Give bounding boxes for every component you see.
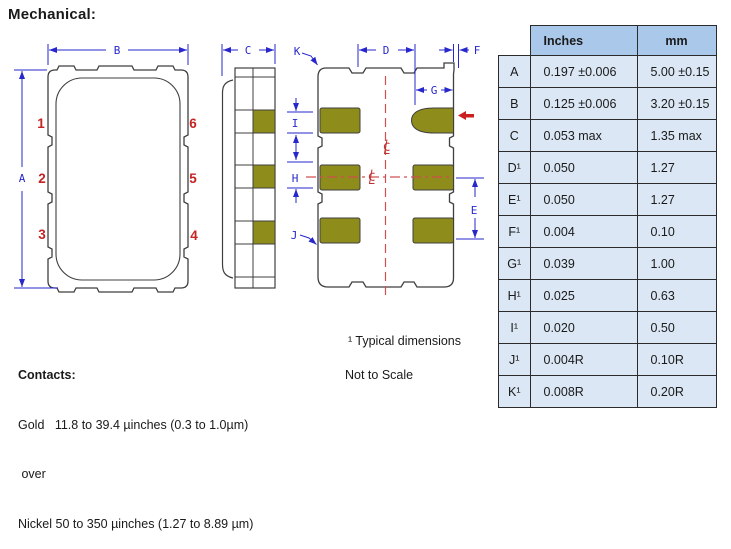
- centerline-icon: [368, 169, 375, 184]
- row-label: E¹: [498, 183, 531, 216]
- dimension-j-leader: [299, 234, 317, 245]
- mm-value: 0.20R: [636, 375, 717, 408]
- dimension-f: [439, 44, 469, 68]
- table-row: F¹ 0.004 0.10: [498, 215, 717, 248]
- row-label: K¹: [498, 375, 531, 408]
- inches-value: 0.053 max: [529, 119, 638, 152]
- side-view-drawing: C: [221, 44, 276, 289]
- mm-value: 5.00 ±0.15: [636, 55, 717, 88]
- mm-value: 1.35 max: [636, 119, 717, 152]
- dimension-b: [47, 44, 189, 65]
- mm-value: 0.50: [636, 311, 717, 344]
- table-row: C 0.053 max 1.35 max: [498, 119, 717, 152]
- gold-plating-line: Gold 11.8 to 39.4 µinches (0.3 to 1.0µm): [18, 417, 249, 432]
- inches-value: 0.125 ±0.006: [529, 87, 638, 120]
- table-corner-cell: [498, 25, 530, 56]
- bottom-view-drawing: D F G K I H: [287, 44, 484, 299]
- inches-value: 0.197 ±0.006: [529, 55, 638, 88]
- mm-value: 0.10: [636, 215, 717, 248]
- table-row: H¹ 0.025 0.63: [498, 279, 717, 312]
- row-label: G¹: [498, 247, 531, 280]
- inches-value: 0.025: [529, 279, 638, 312]
- dimension-h: [287, 161, 313, 203]
- pin-label-5: 5: [189, 171, 197, 186]
- row-label: I¹: [498, 311, 531, 344]
- dim-label-d: D: [383, 44, 390, 57]
- dimension-i: [287, 98, 313, 160]
- table-header-row: Inches mm: [498, 25, 717, 56]
- mm-value: 0.10R: [636, 343, 717, 376]
- page-title: Mechanical:: [8, 6, 97, 23]
- side-contact-pads: [252, 109, 276, 245]
- row-label: C: [498, 119, 531, 152]
- mm-value: 1.27: [636, 183, 717, 216]
- dim-label-j: J: [291, 229, 298, 242]
- package-outline: [47, 65, 189, 293]
- table-row: E¹ 0.050 1.27: [498, 183, 717, 216]
- table-row: K¹ 0.008R 0.20R: [498, 375, 717, 408]
- pin1-pad: [410, 107, 454, 134]
- mm-value: 0.63: [636, 279, 717, 312]
- side-seam-curve: [221, 79, 234, 279]
- inches-value: 0.008R: [529, 375, 638, 408]
- front-view-drawing: 1 2 3 6 5 4 A B: [14, 44, 198, 293]
- dimension-k-leader: [301, 52, 318, 66]
- mm-value: 1.00: [636, 247, 717, 280]
- contacts-title: Contacts:: [18, 368, 76, 382]
- over-line: over: [18, 467, 46, 481]
- mechanical-drawings-canvas: 1 2 3 6 5 4 A B: [14, 44, 484, 299]
- dim-label-k: K: [294, 45, 301, 58]
- not-to-scale-note: Not to Scale: [345, 368, 414, 382]
- pin-label-4: 4: [190, 228, 198, 243]
- row-label: H¹: [498, 279, 531, 312]
- inches-value: 0.004R: [529, 343, 638, 376]
- package-lid-seam: [55, 77, 181, 281]
- dim-label-b: B: [114, 44, 121, 57]
- pin-label-1: 1: [37, 116, 45, 131]
- row-label: J¹: [498, 343, 531, 376]
- dim-label-a: A: [19, 172, 26, 185]
- dim-label-e: E: [471, 204, 478, 217]
- row-label: F¹: [498, 215, 531, 248]
- column-header-inches: Inches: [529, 25, 638, 56]
- typical-dimensions-note: ¹ Typical dimensions: [348, 334, 462, 348]
- centerline-icon: [383, 139, 390, 154]
- dim-label-c: C: [245, 44, 252, 57]
- dim-label-f: F: [474, 44, 481, 57]
- row-label: A: [498, 55, 531, 88]
- pin-label-2: 2: [38, 171, 46, 186]
- pin-label-3: 3: [38, 227, 46, 242]
- dimension-e: [456, 177, 484, 240]
- dimension-a: [14, 69, 58, 289]
- dim-label-g: G: [431, 84, 438, 97]
- pin-label-6: 6: [189, 116, 197, 131]
- dimension-table: Inches mm A 0.197 ±0.006 5.00 ±0.15 B 0.…: [498, 25, 717, 408]
- table-row: B 0.125 ±0.006 3.20 ±0.15: [498, 87, 717, 120]
- table-row: I¹ 0.020 0.50: [498, 311, 717, 344]
- mm-value: 3.20 ±0.15: [636, 87, 717, 120]
- dim-label-h: H: [292, 172, 299, 185]
- inches-value: 0.004: [529, 215, 638, 248]
- dimension-d: [357, 44, 416, 105]
- inches-value: 0.020: [529, 311, 638, 344]
- centerlines: [306, 76, 452, 299]
- dimension-c: [221, 44, 276, 76]
- row-label: D¹: [498, 151, 531, 184]
- inches-value: 0.050: [529, 151, 638, 184]
- table-row: D¹ 0.050 1.27: [498, 151, 717, 184]
- nickel-plating-line: Nickel 50 to 350 µinches (1.27 to 8.89 µ…: [18, 516, 254, 531]
- inches-value: 0.050: [529, 183, 638, 216]
- pin1-marker-icon: [458, 111, 474, 120]
- contacts-note: Contacts: Gold 11.8 to 39.4 µinches (0.3…: [18, 334, 253, 549]
- mechanical-drawing-page: { "title": "Mechanical:", "drawings": { …: [8, 6, 717, 531]
- column-header-mm: mm: [636, 25, 717, 56]
- table-row: G¹ 0.039 1.00: [498, 247, 717, 280]
- mm-value: 1.27: [636, 151, 717, 184]
- dim-label-i: I: [292, 117, 299, 130]
- table-row: A 0.197 ±0.006 5.00 ±0.15: [498, 55, 717, 88]
- inches-value: 0.039: [529, 247, 638, 280]
- table-row: J¹ 0.004R 0.10R: [498, 343, 717, 376]
- row-label: B: [498, 87, 531, 120]
